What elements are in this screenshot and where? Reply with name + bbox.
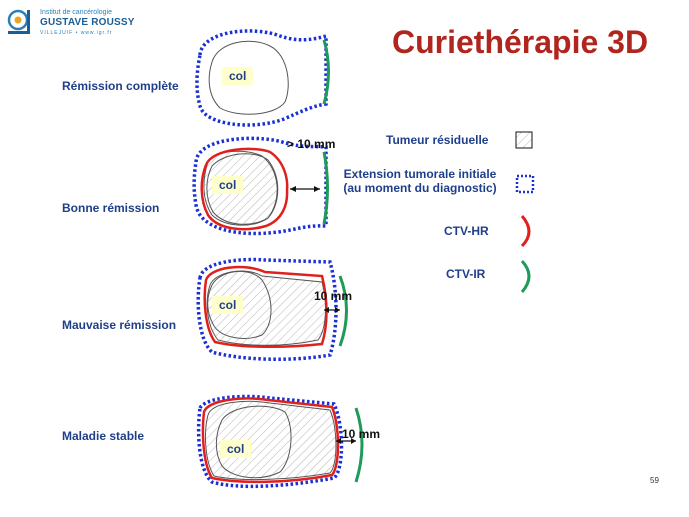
case-stable-disease <box>196 394 364 489</box>
case-label-complete-remission: Rémission complète <box>62 79 179 93</box>
legend-initial-extension-label: Extension tumorale initiale (au moment d… <box>330 167 510 195</box>
col-label: col <box>222 67 254 85</box>
ctv-hr-outline <box>201 397 340 484</box>
cervix-outline <box>207 270 272 339</box>
legend-initial-extension-line2: (au moment du diagnostic) <box>343 181 497 195</box>
legend-residual-tumor-swatch <box>515 131 533 149</box>
legend-ctv-ir-label: CTV-IR <box>446 267 486 281</box>
ctv-ir-arc <box>322 151 329 225</box>
dimension-arrowhead-left <box>290 186 296 192</box>
legend-residual-tumor-label: Tumeur résiduelle <box>386 133 489 147</box>
dimension-arrowhead-left <box>336 438 341 444</box>
logo-line3: VILLEJUIF • www.igr.fr <box>40 30 113 36</box>
col-label: col <box>220 440 252 458</box>
case-label-good-remission: Bonne rémission <box>62 201 160 215</box>
logo-line1: Institut de cancérologie <box>40 9 112 16</box>
case-label-stable-disease: Maladie stable <box>62 429 145 443</box>
ctv-hr-outline <box>200 147 289 231</box>
legend-initial-extension-line1: Extension tumorale initiale <box>343 167 497 181</box>
legend-initial-extension-swatch <box>515 174 535 194</box>
residual-tumor <box>205 400 337 481</box>
legend-ctv-hr-label: CTV-HR <box>444 224 489 238</box>
ctv-ir-arc <box>338 275 348 347</box>
dimension-label-stable-disease: 10 mm <box>342 427 381 441</box>
case-complete-remission <box>195 29 330 127</box>
dimension-arrowhead-right <box>314 186 320 192</box>
initial-extension-outline <box>192 136 328 236</box>
ctv-ir-arc <box>354 407 364 483</box>
dimension-arrowhead-right <box>351 438 356 444</box>
logo-line2: GUSTAVE ROUSSY <box>40 17 135 28</box>
legend-ctv-ir-swatch <box>520 259 531 293</box>
case-poor-remission <box>196 257 348 361</box>
page-number: 59 <box>650 476 659 485</box>
cervix-outline <box>215 405 292 479</box>
dimension-label-good-remission: > 10 mm <box>287 137 336 151</box>
dimension-label-poor-remission: 10 mm <box>314 289 353 303</box>
legend-ctv-hr-swatch <box>520 215 531 248</box>
initial-extension-outline <box>196 257 338 361</box>
cervix-outline <box>208 40 289 115</box>
case-label-poor-remission: Mauvaise rémission <box>62 318 177 332</box>
institution-logo: Institut de cancérologie GUSTAVE ROUSSY … <box>6 6 156 38</box>
ctv-hr-outline <box>203 265 328 349</box>
col-label: col <box>212 296 244 314</box>
initial-extension-outline <box>195 29 328 127</box>
cervix-outline <box>206 153 279 225</box>
col-label: col <box>212 176 244 194</box>
logo-mark-icon <box>7 9 30 34</box>
dimension-arrowhead-left <box>324 307 329 313</box>
ctv-ir-arc <box>322 39 330 105</box>
slide-title: Curiethérapie 3D <box>392 24 649 60</box>
dimension-arrowhead-right <box>335 307 340 313</box>
